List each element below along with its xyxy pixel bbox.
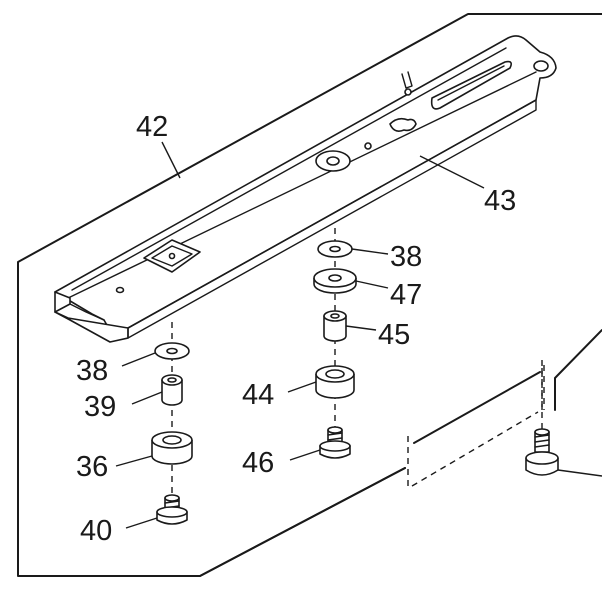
part-46-screw (319, 426, 351, 459)
callout-39: 39 (84, 391, 116, 423)
part-38-left-washer (154, 342, 190, 360)
part-40-screw (156, 494, 188, 525)
panel-frame (17, 13, 602, 577)
callout-36: 36 (76, 451, 108, 483)
callout-40: 40 (80, 515, 112, 547)
leader-lines (115, 141, 485, 529)
part-47-washer (313, 268, 357, 294)
rail-bracket (54, 35, 557, 343)
panel-frame-lower (199, 467, 406, 577)
callout-42: 42 (136, 111, 168, 143)
part-45-spacer (323, 310, 347, 342)
callout-45: 45 (378, 319, 410, 351)
part-36-bushing (151, 431, 193, 465)
callout-47: 47 (390, 279, 422, 311)
cutaway-screw (525, 428, 602, 477)
callout-46: 46 (242, 447, 274, 479)
cutaway-section (407, 360, 545, 490)
callout-43: 43 (484, 185, 516, 217)
callout-38-left: 38 (76, 355, 108, 387)
callout-44: 44 (242, 379, 274, 411)
part-44-bushing (315, 365, 355, 399)
callout-38-right: 38 (390, 241, 422, 273)
part-38-right-washer (317, 240, 353, 258)
part-39-spacer (161, 374, 183, 406)
